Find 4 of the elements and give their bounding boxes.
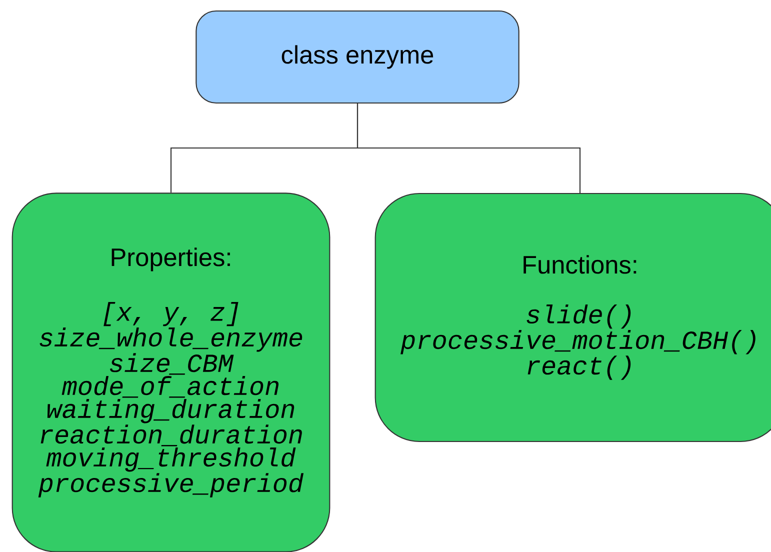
member-box: Properties: [x, y, z] size_whole_enzyme size_CBM mode_of_action waiting_duration reaction_duration moving_threshold processive_period: [12, 192, 330, 552]
member-box: Functions: slide() processive_motion_CBH() react(): [374, 192, 771, 442]
connector-line: [356, 104, 581, 193]
class-box: class enzyme: [196, 10, 520, 104]
